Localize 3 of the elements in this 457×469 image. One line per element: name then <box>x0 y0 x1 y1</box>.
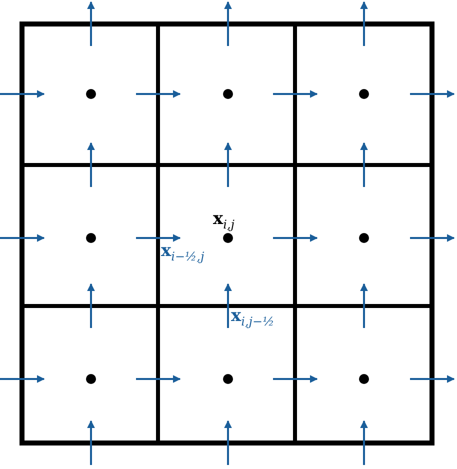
math-label: x$_{i,j−½}$ <box>231 308 274 328</box>
math-label: x$_{i−½,j}$ <box>161 243 204 262</box>
math-label: x$_{i,j}$ <box>213 211 235 230</box>
